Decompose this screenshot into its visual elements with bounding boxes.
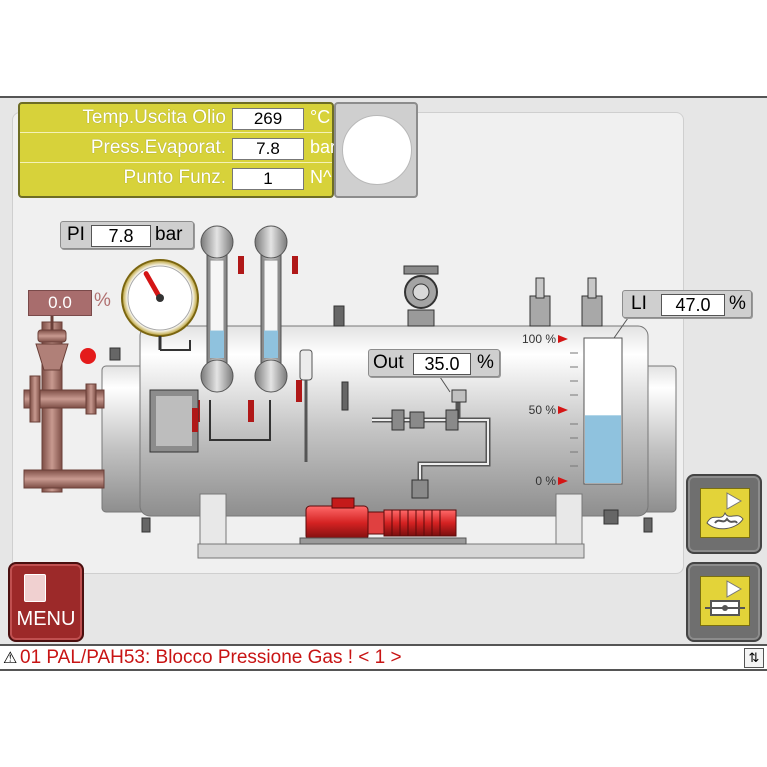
alarm-lamp-red [80,348,96,364]
heat-exchanger-icon [700,576,750,626]
li-unit: % [729,293,746,314]
safety-valve-right [581,277,603,327]
exchanger-page-button[interactable] [686,562,762,642]
vessel-base [197,543,585,559]
sight-glass-right [248,225,298,422]
level-scale-ticks [570,352,578,467]
level-scale-marker [558,406,568,414]
info-row-oil-temp: Temp.Uscita Olio 269 °C [20,104,332,133]
level-indicator-tag[interactable]: LI 47.0 % [622,290,752,318]
control-valve-body [35,343,69,371]
pipe-flange [85,383,97,415]
level-scale-0: 0 % [535,474,556,488]
alarm-scroll-icon[interactable]: ⇅ [744,648,764,668]
sight-glass-left [194,225,244,422]
status-lamp-icon [342,115,412,185]
li-value: 47.0 [661,294,725,316]
info-unit: N^ [310,167,332,187]
safety-valve-left [529,277,551,327]
warning-icon: ⚠ [3,650,18,667]
level-scale-marker [558,477,568,485]
feedwater-valves [391,389,467,499]
pi-unit: bar [155,224,183,245]
sight-glass-water-right [264,330,278,358]
control-valve-output-unit: % [94,290,111,311]
sight-glass-water-left [210,330,224,358]
oil-temp-value: 269 [232,108,304,130]
pressure-gauge-needle [143,271,163,301]
fuel-pipe-horizontal-upper [23,389,105,409]
pressure-indicator-tag[interactable]: PI 7.8 bar [60,221,194,249]
level-column [583,337,623,485]
burner-flame-icon [700,488,750,538]
menu-button[interactable]: MENU [8,562,84,642]
li-tag-name: LI [631,293,647,314]
control-valve-bonnet [37,329,67,343]
info-label: Punto Funz. [123,167,226,188]
pressure-gauge [121,259,199,350]
pump-output-tag[interactable]: Out 35.0 % [368,349,500,377]
control-valve-output[interactable]: 0.0 [28,290,92,316]
info-row-evap-pressure: Press.Evaporat. 7.8 bar [20,134,336,163]
level-column-water [585,415,621,483]
out-unit: % [477,352,494,373]
level-probe [299,349,313,381]
menu-icon [24,574,46,602]
burner-page-button[interactable] [686,474,762,554]
info-unit: °C [310,107,331,127]
status-lamp-box [334,102,418,198]
out-value: 35.0 [413,353,471,375]
info-unit: bar [310,137,337,157]
info-label: Press.Evaporat. [90,137,226,158]
operating-point-value: 1 [232,168,304,190]
pipe-flange [29,375,41,423]
info-panel: Temp.Uscita Olio 269 °C Press.Evaporat. … [18,102,336,198]
level-scale-50: 50 % [528,403,556,417]
info-row-operating-point: Punto Funz. 1 N^ [20,164,332,192]
alarm-message: 01 PAL/PAH53: Blocco Pressione Gas ! < 1… [20,647,402,668]
fittings [109,305,653,533]
out-tag-name: Out [373,352,404,373]
feed-pump-icon [299,497,467,545]
menu-label: MENU [16,608,76,630]
fuel-pipe-horizontal-lower [23,469,105,489]
vessel-saddle-right [555,493,583,547]
level-scale-marker [558,335,568,343]
level-scale-100: 100 % [521,332,556,346]
pi-value: 7.8 [91,225,151,247]
evap-pressure-value: 7.8 [232,138,304,160]
info-label: Temp.Uscita Olio [82,107,226,128]
alarm-bar[interactable]: ⚠ 01 PAL/PAH53: Blocco Pressione Gas ! <… [0,644,767,669]
vessel-saddle-left [199,493,227,547]
pi-tag-name: PI [67,224,85,245]
